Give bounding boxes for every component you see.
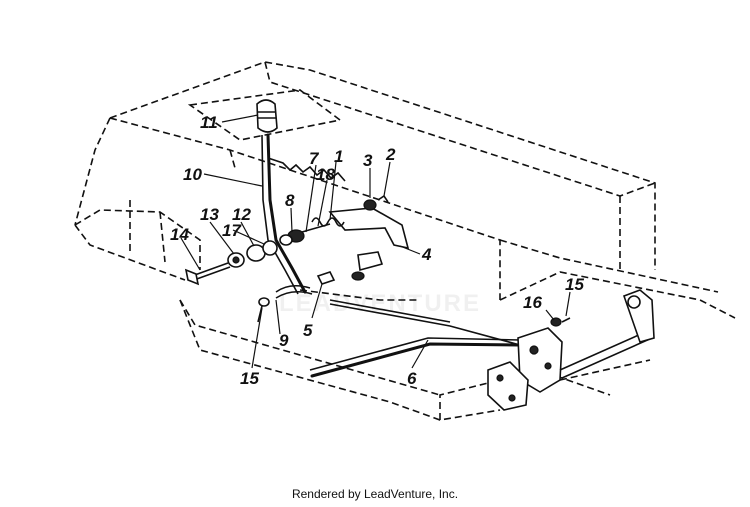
callout-10: 10 bbox=[183, 165, 202, 184]
spring-assembly bbox=[279, 217, 345, 246]
lower-bracket bbox=[351, 251, 384, 281]
shift-rod bbox=[309, 299, 522, 378]
callout-1: 1 bbox=[334, 147, 343, 166]
callout-18: 18 bbox=[316, 165, 335, 184]
hardware-16-15 bbox=[550, 317, 571, 327]
footer-credit: Rendered by LeadVenture, Inc. bbox=[291, 487, 459, 501]
callout-6: 6 bbox=[407, 369, 417, 388]
shift-lever bbox=[261, 133, 307, 295]
callout-4: 4 bbox=[421, 245, 432, 264]
cross-shaft bbox=[559, 289, 655, 379]
callout-14: 14 bbox=[170, 225, 189, 244]
transmission-plate bbox=[487, 327, 563, 411]
callout-7: 7 bbox=[309, 149, 320, 168]
watermark: LEADVENTURE bbox=[278, 290, 481, 317]
lever-link bbox=[275, 271, 336, 299]
callout-13: 13 bbox=[200, 205, 219, 224]
callout-8: 8 bbox=[285, 191, 295, 210]
callout-2: 2 bbox=[385, 145, 396, 164]
callout-17: 17 bbox=[222, 221, 242, 240]
callout-16: 16 bbox=[523, 293, 542, 312]
callout-3: 3 bbox=[363, 151, 373, 170]
callout-11: 11 bbox=[200, 113, 218, 132]
callout-15-right: 15 bbox=[565, 275, 584, 294]
shift-bracket bbox=[328, 207, 410, 250]
ratchet-quadrant bbox=[267, 157, 346, 182]
callout-9: 9 bbox=[279, 331, 289, 350]
callout-12: 12 bbox=[232, 205, 251, 224]
callout-labels: 11 10 7 18 1 3 2 8 13 12 17 14 4 5 9 15 … bbox=[170, 113, 584, 388]
callout-5: 5 bbox=[303, 321, 313, 340]
callout-15-lower: 15 bbox=[240, 369, 259, 388]
bolt bbox=[184, 262, 231, 286]
tractor-body-outline bbox=[74, 61, 736, 421]
shift-knob bbox=[256, 99, 278, 133]
leader-lines bbox=[180, 114, 571, 369]
washer-stack bbox=[227, 240, 278, 268]
